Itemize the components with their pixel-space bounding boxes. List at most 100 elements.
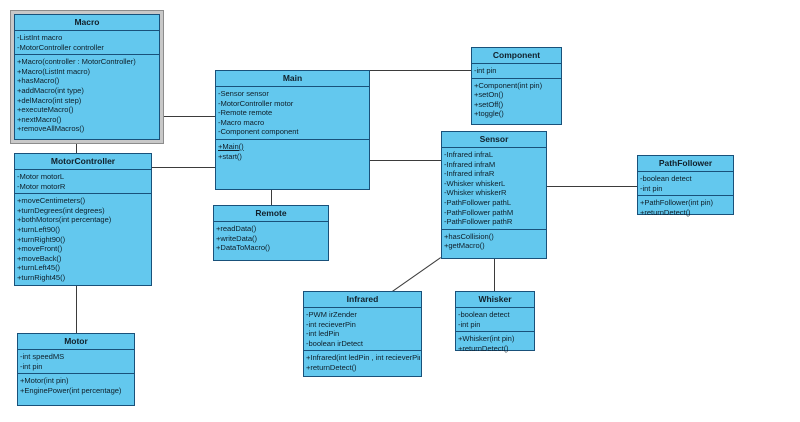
operation-row: +start() bbox=[218, 151, 242, 161]
operation-row: +Component(int pin) bbox=[474, 80, 543, 90]
class-operations-infrared: +Infrared(int ledPin , int recieverPin) … bbox=[304, 351, 421, 374]
operation-row: +turnLeft90() bbox=[17, 224, 61, 234]
class-box-whisker[interactable]: Whisker -boolean detect -int pin +Whiske… bbox=[455, 291, 535, 353]
attribute-row: -int recieverPin bbox=[306, 319, 356, 329]
operation-row: +Whisker(int pin) bbox=[458, 334, 515, 344]
class-attributes-macro: -ListInt macro -MotorController controll… bbox=[15, 31, 159, 56]
class-attributes-whisker: -boolean detect -int pin bbox=[456, 308, 534, 333]
class-attributes-motorcontroller: -Motor motorL -Motor motorR bbox=[15, 170, 151, 195]
operation-row: +returnDetect() bbox=[306, 362, 357, 372]
operation-row: +setOff() bbox=[474, 99, 504, 109]
operation-row: +Macro(controller : MotorController) bbox=[17, 57, 136, 67]
operation-row: +Main() bbox=[218, 141, 244, 151]
operation-row: +turnRight45() bbox=[17, 272, 66, 282]
class-name-main: Main bbox=[216, 71, 369, 87]
class-box-infrared[interactable]: Infrared -PWM irZender -int recieverPin … bbox=[303, 291, 422, 377]
operation-row: +moveBack() bbox=[17, 253, 62, 263]
operation-row: +Macro(ListInt macro) bbox=[17, 66, 91, 76]
class-name-sensor: Sensor bbox=[442, 132, 546, 148]
class-box-pathfollower[interactable]: PathFollower -boolean detect -int pin +P… bbox=[637, 155, 734, 217]
attribute-row: -Motor motorR bbox=[17, 181, 66, 191]
operation-row: +delMacro(int step) bbox=[17, 95, 82, 105]
connector-motorcontroller-motor bbox=[76, 285, 77, 333]
attribute-row: -Macro macro bbox=[218, 117, 265, 127]
attribute-row: -Sensor sensor bbox=[218, 89, 269, 98]
attribute-row: -PathFollower pathM bbox=[444, 207, 514, 217]
class-operations-motorcontroller: +moveCentimeters() +turnDegrees(int degr… bbox=[15, 194, 151, 284]
operation-row: +nextMacro() bbox=[17, 114, 62, 124]
class-attributes-pathfollower: -boolean detect -int pin bbox=[638, 172, 733, 197]
connector-main-remote bbox=[271, 190, 272, 205]
connector-macro-main bbox=[163, 116, 215, 117]
class-box-macro[interactable]: Macro -ListInt macro -MotorController co… bbox=[14, 14, 160, 140]
operation-row: +bothMotors(int percentage) bbox=[17, 215, 112, 225]
class-operations-macro: +Macro(controller : MotorController) +Ma… bbox=[15, 55, 159, 136]
class-box-component[interactable]: Component -int pin +Component(int pin) +… bbox=[471, 47, 562, 125]
attribute-row: -Whisker whiskerR bbox=[444, 188, 507, 198]
operation-row: +removeAllMacros() bbox=[17, 124, 85, 134]
class-operations-whisker: +Whisker(int pin) +returnDetect() bbox=[456, 332, 534, 355]
connector-main-sensor bbox=[370, 160, 441, 161]
class-operations-pathfollower: +PathFollower(int pin) +returnDetect() bbox=[638, 196, 733, 219]
attribute-row: -int pin bbox=[458, 319, 481, 329]
operation-row: +executeMacro() bbox=[17, 105, 74, 115]
attribute-row: -ListInt macro bbox=[17, 33, 63, 42]
connector-main-component-seg1 bbox=[370, 70, 471, 71]
operation-row: +DataToMacro() bbox=[216, 243, 270, 253]
operation-row: +turnRight90() bbox=[17, 234, 66, 244]
attribute-row: -int speedMS bbox=[20, 352, 65, 361]
operation-row: +returnDetect() bbox=[458, 343, 509, 353]
class-box-main[interactable]: Main -Sensor sensor -MotorController mot… bbox=[215, 70, 370, 190]
attribute-row: -int pin bbox=[474, 66, 497, 75]
class-operations-component: +Component(int pin) +setOn() +setOff() +… bbox=[472, 79, 561, 121]
class-name-motor: Motor bbox=[18, 334, 134, 350]
operation-row: +EnginePower(int percentage) bbox=[20, 385, 122, 395]
class-name-macro: Macro bbox=[15, 15, 159, 31]
operation-row: +PathFollower(int pin) bbox=[640, 198, 713, 208]
operation-row: +returnDetect() bbox=[640, 207, 691, 217]
attribute-row: -Component component bbox=[218, 127, 299, 137]
class-attributes-infrared: -PWM irZender -int recieverPin -int ledP… bbox=[304, 308, 421, 352]
class-box-remote[interactable]: Remote +readData() +writeData() +DataToM… bbox=[213, 205, 329, 261]
class-name-component: Component bbox=[472, 48, 561, 64]
attribute-row: -PWM irZender bbox=[306, 310, 357, 319]
connector-motorcontroller-main bbox=[152, 167, 215, 168]
operation-row: +moveFront() bbox=[17, 244, 63, 254]
class-name-pathfollower: PathFollower bbox=[638, 156, 733, 172]
class-box-motor[interactable]: Motor -int speedMS -int pin +Motor(int p… bbox=[17, 333, 135, 406]
class-box-motorcontroller[interactable]: MotorController -Motor motorL -Motor mot… bbox=[14, 153, 152, 286]
connector-macro-motorcontroller bbox=[76, 143, 77, 154]
class-operations-sensor: +hasCollision() +getMacro() bbox=[442, 230, 546, 253]
operation-row: +getMacro() bbox=[444, 241, 485, 251]
operation-row: +turnDegrees(int degrees) bbox=[17, 205, 105, 215]
operation-row: +readData() bbox=[216, 224, 257, 233]
class-attributes-main: -Sensor sensor -MotorController motor -R… bbox=[216, 87, 369, 140]
operation-row: +toggle() bbox=[474, 109, 504, 119]
class-operations-main: +Main() +start() bbox=[216, 140, 369, 163]
class-box-sensor[interactable]: Sensor -Infrared infraL -Infrared infraM… bbox=[441, 131, 547, 259]
operation-row: +moveCentimeters() bbox=[17, 196, 86, 206]
class-attributes-motor: -int speedMS -int pin bbox=[18, 350, 134, 375]
operation-row: +Infrared(int ledPin , int recieverPin) bbox=[306, 353, 420, 363]
attribute-row: -MotorController motor bbox=[218, 98, 294, 108]
connector-sensor-pathfollower bbox=[547, 186, 637, 187]
attribute-row: -Motor motorL bbox=[17, 172, 65, 181]
attribute-row: -boolean irDetect bbox=[306, 338, 363, 348]
attribute-row: -int pin bbox=[640, 183, 663, 193]
operation-row: +turnLeft45() bbox=[17, 263, 61, 273]
class-operations-remote: +readData() +writeData() +DataToMacro() bbox=[214, 222, 328, 255]
class-attributes-component: -int pin bbox=[472, 64, 561, 79]
attribute-row: -Infrared infraL bbox=[444, 150, 494, 159]
attribute-row: -MotorController controller bbox=[17, 42, 104, 52]
class-name-infrared: Infrared bbox=[304, 292, 421, 308]
operation-row: +hasCollision() bbox=[444, 231, 494, 241]
attribute-row: -int ledPin bbox=[306, 329, 340, 339]
attribute-row: -boolean detect bbox=[640, 174, 692, 183]
attribute-row: -Whisker whiskerL bbox=[444, 178, 506, 188]
attribute-row: -PathFollower pathR bbox=[444, 217, 513, 227]
operation-row: +hasMacro() bbox=[17, 76, 60, 86]
operation-row: +writeData() bbox=[216, 233, 257, 243]
attribute-row: -int pin bbox=[20, 361, 43, 371]
attribute-row: -PathFollower pathL bbox=[444, 197, 512, 207]
class-name-motorcontroller: MotorController bbox=[15, 154, 151, 170]
